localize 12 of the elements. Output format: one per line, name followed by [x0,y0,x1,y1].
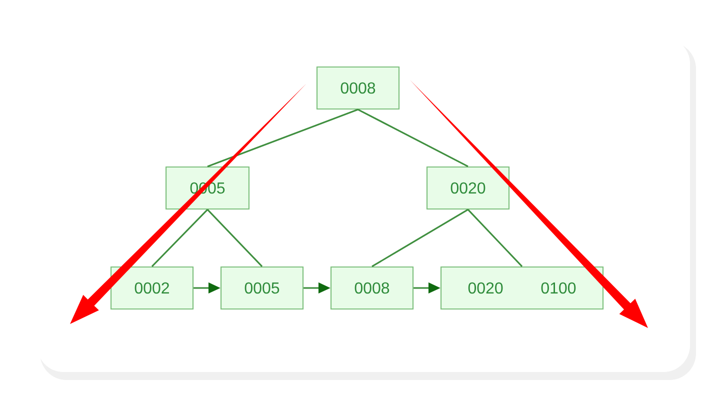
key-box: 0005 [220,266,304,310]
key-box: 0020 0100 [440,266,604,310]
key-box: 0020 [426,166,510,210]
connector [467,208,523,267]
key-box: 0008 [330,266,414,310]
key-box: 0008 [316,66,400,110]
connector [372,208,468,268]
connector [151,208,208,268]
connector [207,108,358,168]
connector [358,108,468,168]
key-box: 0002 [110,266,194,310]
connector [206,208,263,268]
